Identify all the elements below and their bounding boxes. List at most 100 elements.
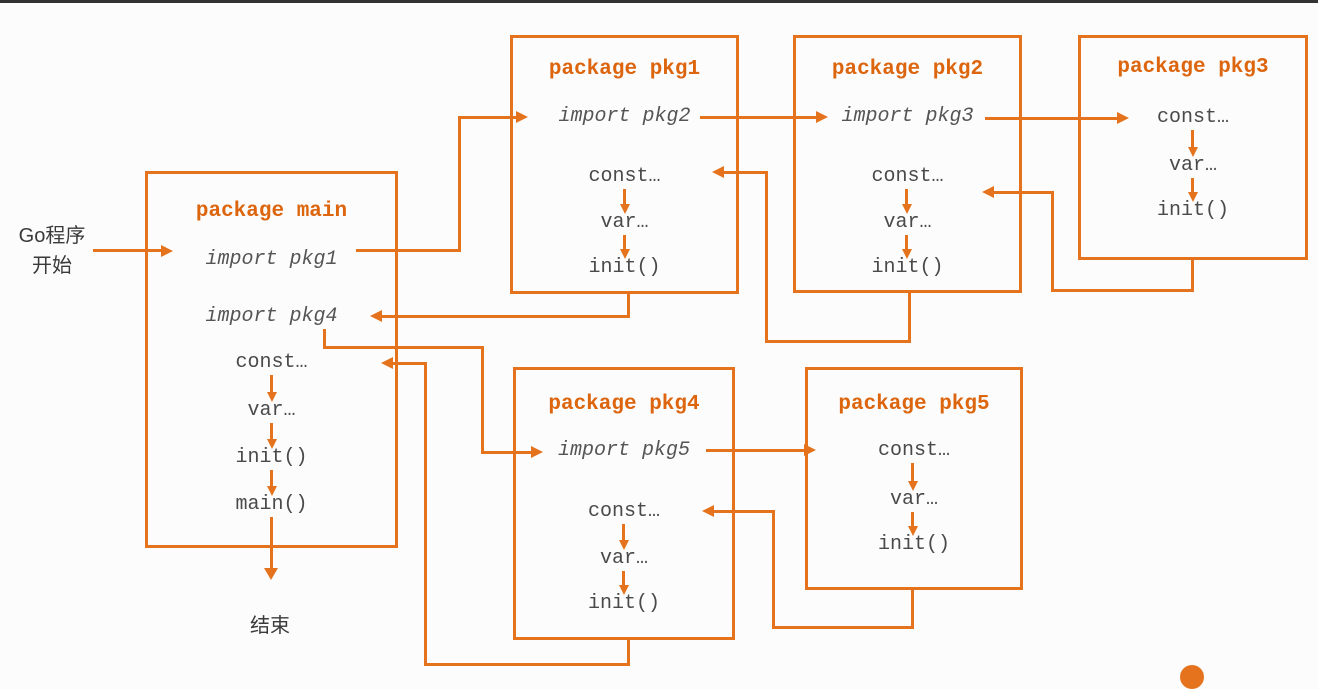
pkg2-init: init() (871, 256, 944, 279)
pkg1-var: var… (600, 211, 649, 234)
connector-segment (323, 329, 326, 349)
connector-segment (765, 340, 911, 343)
connector-segment (1191, 178, 1194, 192)
arrow-down-icon (264, 568, 278, 580)
arrow-right-icon (1117, 112, 1129, 124)
pkg5-const: const… (877, 439, 950, 462)
arrow-down-icon (267, 392, 277, 402)
arrow-down-icon (902, 204, 912, 214)
connector-segment (622, 524, 625, 540)
main-import-pkg4: import pkg4 (205, 305, 338, 328)
arrow-left-icon (370, 310, 382, 322)
start-label-line1: Go程序 (18, 225, 86, 247)
connector-segment (1191, 259, 1194, 292)
pkg2-const: const… (871, 165, 944, 188)
connector-segment (1051, 191, 1054, 292)
package-pkg1-title: package pkg1 (548, 58, 701, 81)
connector-segment (622, 571, 625, 585)
main-var: var… (247, 399, 296, 422)
connector-segment (623, 235, 626, 249)
arrow-down-icon (908, 481, 918, 491)
connector-segment (1191, 130, 1194, 147)
connector-segment (393, 362, 426, 365)
arrow-left-icon (712, 166, 724, 178)
arrow-right-icon (804, 444, 816, 456)
connector-segment (911, 512, 914, 526)
connector-segment (1051, 289, 1194, 292)
connector-segment (424, 663, 630, 666)
connector-segment (772, 626, 914, 629)
connector-segment (905, 189, 908, 204)
package-main-title: package main (195, 200, 348, 223)
connector-segment (700, 116, 816, 119)
arrow-down-icon (267, 439, 277, 449)
package-pkg2-title: package pkg2 (831, 58, 984, 81)
arrow-down-icon (267, 486, 277, 496)
connector-segment (627, 294, 630, 317)
package-pkg5-title: package pkg5 (838, 393, 990, 416)
connector-segment (93, 249, 161, 252)
connector-segment (270, 470, 273, 486)
arrow-left-icon (702, 505, 714, 517)
connector-segment (458, 116, 516, 119)
pkg1-import-pkg2: import pkg2 (558, 105, 691, 128)
connector-segment (458, 116, 461, 252)
main-main: main() (235, 493, 308, 516)
watermark-circle (1180, 665, 1204, 689)
main-const: const… (235, 351, 308, 374)
arrow-right-icon (516, 111, 528, 123)
arrow-down-icon (908, 526, 918, 536)
start-label-line2: 开始 (32, 255, 72, 277)
arrow-left-icon (381, 357, 393, 369)
main-init: init() (235, 446, 308, 469)
pkg4-init: init() (587, 592, 660, 615)
arrow-down-icon (619, 585, 629, 595)
pkg2-import-pkg3: import pkg3 (841, 105, 974, 128)
pkg4-const: const… (587, 500, 660, 523)
connector-segment (911, 463, 914, 481)
arrow-down-icon (1188, 192, 1198, 202)
pkg1-init: init() (588, 256, 661, 279)
package-pkg4-box: package pkg4 import pkg5 const… var… ini… (513, 367, 735, 640)
connector-segment (706, 449, 804, 452)
arrow-right-icon (816, 111, 828, 123)
pkg4-var: var… (599, 547, 648, 570)
connector-segment (911, 590, 914, 629)
pkg2-var: var… (883, 211, 932, 234)
arrow-down-icon (902, 249, 912, 259)
connector-segment (356, 249, 461, 252)
arrow-right-icon (161, 245, 173, 257)
end-label: 结束 (250, 615, 290, 637)
package-pkg1-box: package pkg1 import pkg2 const… var… ini… (510, 35, 739, 294)
pkg1-const: const… (588, 165, 661, 188)
connector-segment (270, 423, 273, 439)
connector-segment (714, 510, 775, 513)
arrow-left-icon (982, 186, 994, 198)
connector-segment (623, 189, 626, 204)
package-pkg3-title: package pkg3 (1117, 56, 1269, 79)
connector-segment (908, 293, 911, 343)
pkg3-const: const… (1156, 106, 1229, 129)
package-pkg2-box: package pkg2 import pkg3 const… var… ini… (793, 35, 1022, 293)
connector-segment (270, 375, 273, 392)
arrow-down-icon (620, 204, 630, 214)
package-pkg4-title: package pkg4 (548, 393, 700, 416)
package-pkg3-box: package pkg3 const… var… init() (1078, 35, 1308, 260)
connector-segment (424, 362, 427, 665)
pkg3-var: var… (1168, 154, 1217, 177)
main-import-pkg1: import pkg1 (205, 248, 338, 271)
arrow-right-icon (531, 446, 543, 458)
pkg5-init: init() (877, 533, 950, 556)
connector-segment (270, 517, 273, 569)
connector-segment (724, 171, 768, 174)
connector-segment (382, 315, 630, 318)
connector-segment (994, 191, 1054, 194)
connector-segment (905, 235, 908, 249)
pkg5-var: var… (889, 488, 938, 511)
connector-segment (481, 346, 484, 454)
connector-segment (627, 640, 630, 666)
connector-segment (765, 171, 768, 343)
connector-segment (985, 117, 1117, 120)
top-border-line (0, 0, 1318, 3)
